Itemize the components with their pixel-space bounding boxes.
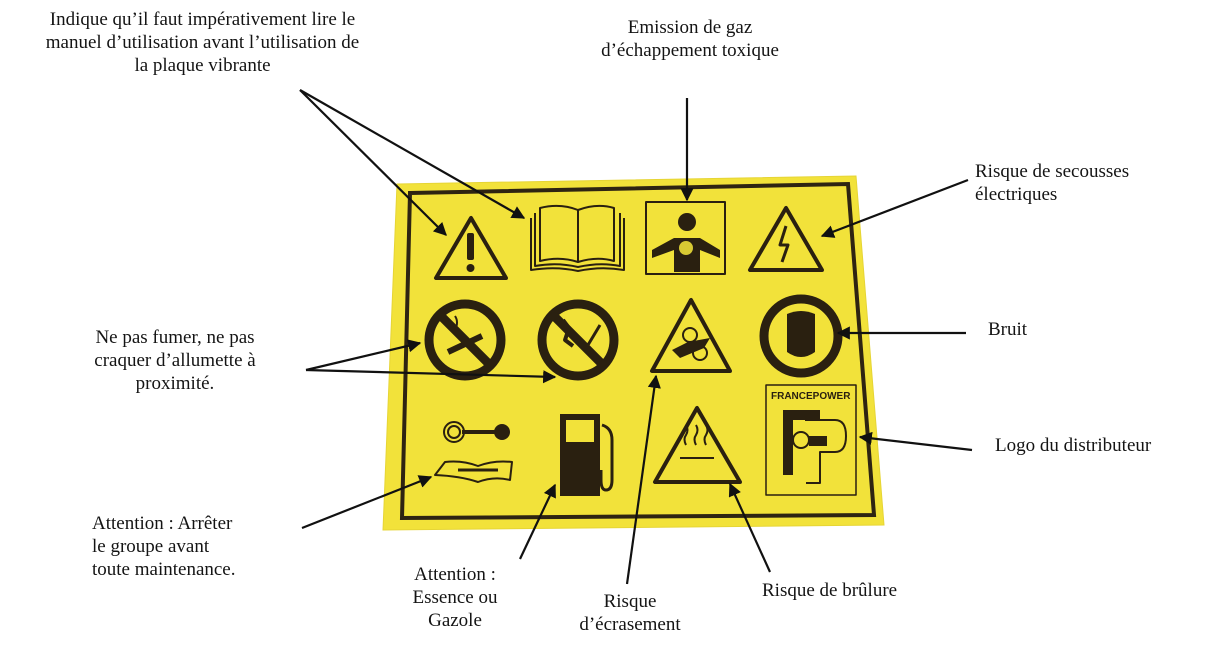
label-burn: Risque de brûlure bbox=[762, 580, 898, 601]
label-electric-shock: Risque de secousses électriques bbox=[975, 161, 1130, 205]
label-fuel: Attention : Essence ou Gazole bbox=[412, 564, 498, 631]
fuel-pump-icon bbox=[560, 414, 614, 496]
warning-triangle-icon bbox=[434, 216, 508, 280]
label-noise: Bruit bbox=[988, 319, 1028, 340]
toxic-gas-icon bbox=[645, 201, 726, 275]
electric-shock-icon bbox=[748, 206, 824, 272]
label-stop-before-maintenance: Attention : Arrêter le groupe avant tout… bbox=[92, 513, 236, 580]
label-toxic-gas: Emission de gaz d’échappement toxique bbox=[601, 17, 779, 61]
distributor-logo-icon bbox=[765, 384, 857, 496]
sign-plate-background bbox=[382, 175, 885, 531]
no-open-flame-icon bbox=[537, 299, 619, 381]
crush-hazard-icon bbox=[650, 298, 732, 373]
label-no-smoking: Ne pas fumer, ne pas craquer d’allumette… bbox=[94, 327, 256, 394]
label-crush: Risque d’écrasement bbox=[579, 591, 681, 635]
manual-book-icon bbox=[530, 204, 625, 272]
logo-text: FRANCEPOWER bbox=[771, 391, 851, 402]
label-read-manual: Indique qu’il faut impérativement lire l… bbox=[45, 9, 360, 76]
hot-surface-icon bbox=[653, 406, 742, 484]
sign-inner-border bbox=[399, 181, 877, 521]
label-distributor-logo: Logo du distributeur bbox=[995, 435, 1152, 456]
key-and-maintenance-book-icon bbox=[434, 421, 513, 483]
